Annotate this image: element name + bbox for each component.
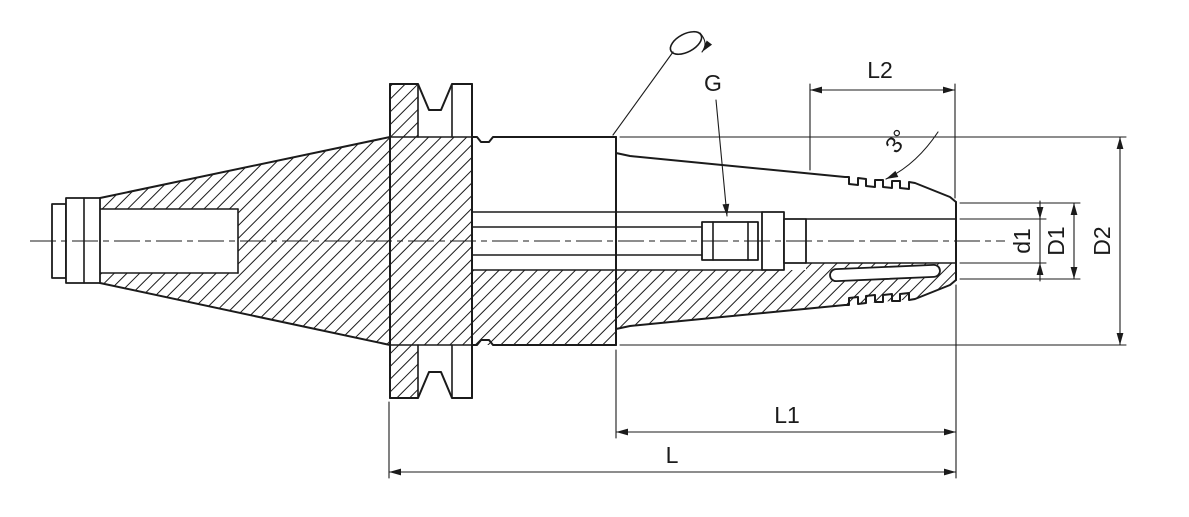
dimension-body-diameter: D2 bbox=[619, 136, 1127, 346]
body-profile bbox=[471, 136, 957, 346]
label-bore-diameter: d1 bbox=[1009, 228, 1035, 254]
dimension-nose-diameter: D1 bbox=[959, 202, 1081, 280]
label-l1: L1 bbox=[774, 402, 800, 428]
balance-symbol bbox=[612, 30, 713, 136]
dimension-g: G bbox=[704, 70, 730, 217]
section-slot bbox=[829, 263, 941, 283]
dimension-d1: d1 bbox=[959, 200, 1047, 282]
label-nose-diameter: D1 bbox=[1043, 226, 1069, 255]
label-taper-angle: 3° bbox=[880, 124, 914, 157]
label-body-diameter: D2 bbox=[1089, 226, 1115, 255]
dimension-l: L bbox=[388, 401, 957, 479]
dimension-l1: L1 bbox=[615, 284, 957, 479]
rotation-ellipse-icon bbox=[669, 30, 703, 56]
label-g-thread: G bbox=[704, 70, 722, 96]
label-l2: L2 bbox=[867, 57, 893, 83]
dimension-taper-angle: 3° bbox=[880, 124, 939, 180]
upper-profile bbox=[471, 136, 957, 203]
dimension-l2: L2 bbox=[809, 57, 956, 199]
label-l: L bbox=[666, 442, 679, 468]
lower-profile bbox=[471, 279, 957, 346]
balance-leader bbox=[612, 51, 674, 136]
